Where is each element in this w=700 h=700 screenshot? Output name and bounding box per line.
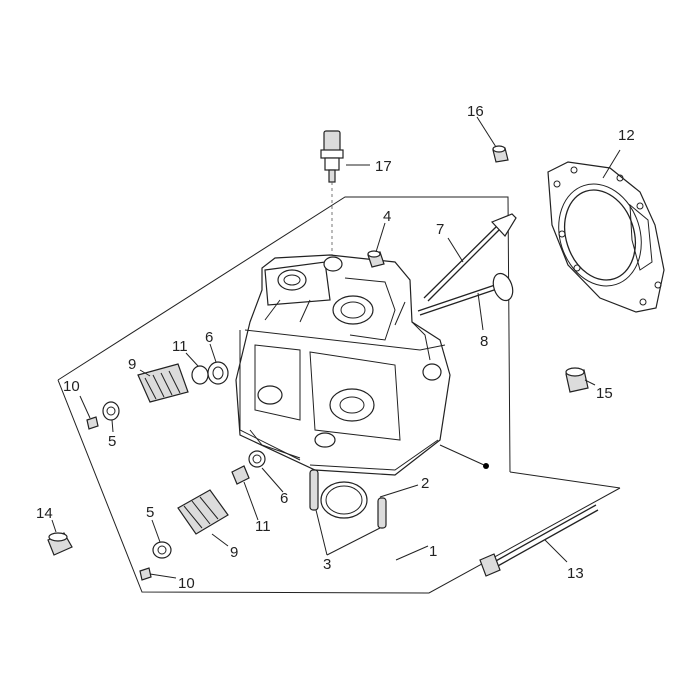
temperature-sensor-part — [320, 130, 344, 255]
callout-9-lower: 9 — [230, 544, 238, 561]
callout-9-upper: 9 — [128, 356, 136, 373]
callout-13: 13 — [567, 565, 584, 582]
dowel-pins-3-part — [309, 469, 387, 529]
callout-2: 2 — [421, 475, 429, 492]
callout-11-upper: 11 — [172, 338, 188, 355]
valve-7-part — [423, 213, 517, 302]
o-ring-2-part — [320, 481, 368, 519]
callout-5-lower: 5 — [146, 504, 154, 521]
callout-10-lower: 10 — [178, 575, 195, 592]
plug-14-part — [47, 532, 73, 556]
reference-dot — [483, 463, 489, 469]
assembly-boundary — [57, 196, 621, 594]
callout-3: 3 — [323, 556, 331, 573]
callout-6-upper: 6 — [205, 329, 213, 346]
callout-7: 7 — [436, 221, 444, 238]
cylinder-head — [235, 254, 451, 476]
callout-10-upper: 10 — [63, 378, 80, 395]
callout-6-lower: 6 — [280, 490, 288, 507]
callout-1: 1 — [429, 543, 437, 560]
callout-11-lower: 11 — [255, 518, 271, 535]
leader-lines — [51, 116, 621, 579]
callout-8: 8 — [480, 333, 488, 350]
callout-12: 12 — [618, 127, 635, 144]
callout-14: 14 — [36, 505, 53, 522]
callout-17: 17 — [375, 158, 392, 175]
upper-valve-spring-set — [86, 361, 229, 430]
callout-labels: 1 2 3 4 5 5 6 6 7 8 9 9 10 10 11 11 12 1… — [36, 103, 635, 592]
callout-4: 4 — [383, 208, 391, 225]
callout-16: 16 — [467, 103, 484, 120]
lower-valve-spring-set — [139, 450, 266, 581]
head-gasket-12-part — [547, 161, 665, 313]
plug-16-part — [492, 145, 509, 163]
plug-15-part — [565, 367, 589, 393]
stud-bolt-13-part — [479, 504, 599, 577]
callout-5-upper: 5 — [108, 433, 116, 450]
callout-15: 15 — [596, 385, 613, 402]
dowel-4-part — [367, 250, 385, 268]
valve-8-part — [417, 272, 514, 316]
